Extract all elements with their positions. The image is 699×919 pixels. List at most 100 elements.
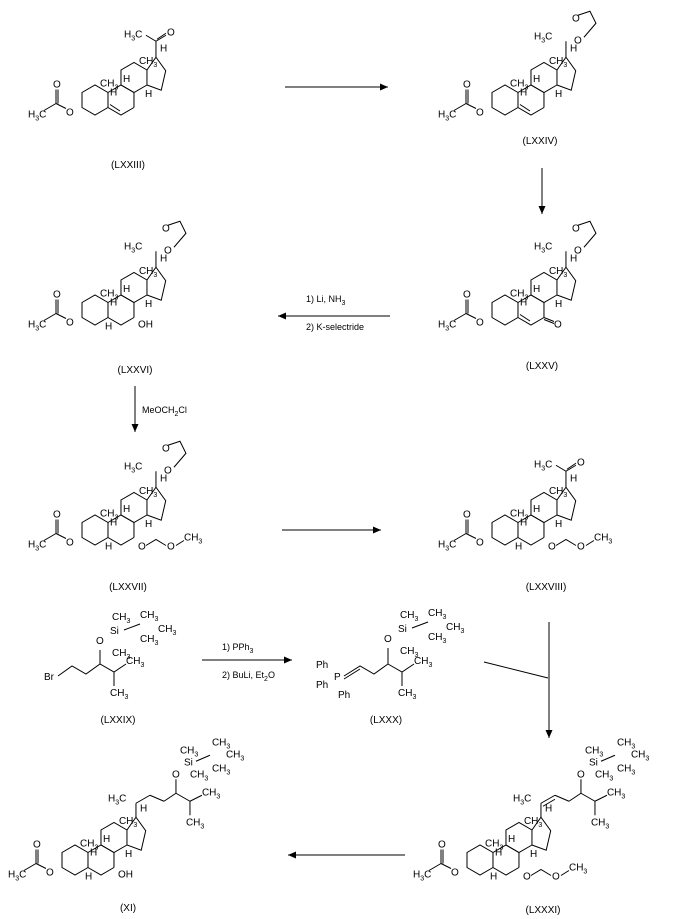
hydrogen-label: H [570,253,577,264]
ring-d [556,266,577,301]
methyl-label: H3C [28,540,46,553]
methyl-label: H3C [438,540,456,553]
carbonyl [565,464,577,472]
hydrogen-label: H [520,518,527,529]
ester-bond [465,103,477,109]
methyl-bond [43,313,57,321]
methyl-label: H3C [124,241,142,254]
label-lxxix: (LXXIX) [100,715,135,726]
label-lxxvi: (LXXVI) [117,365,152,376]
arrow-head [538,206,546,214]
side-chain [568,792,582,802]
double-bond [542,798,556,807]
oxygen-label: O [463,510,471,521]
label-lxxiii: (LXXIII) [111,160,145,171]
methyl-label: CH3 [510,289,528,302]
methyl-label: CH3 [400,610,418,623]
methyl-label: H3C [534,459,552,472]
oxygen-label: O [167,27,175,38]
methyl-label: CH3 [569,863,587,876]
arrow-head [373,526,381,534]
hydrogen-label: H [123,284,130,295]
methyl-label: CH3 [140,610,158,623]
arrow-head [284,656,292,664]
ester-bond [55,533,67,539]
oxygen-label: O [577,769,585,780]
ring-d [531,816,552,851]
methyl-label: CH3 [100,289,118,302]
silicon-label: Si [589,757,598,768]
ester-bond [465,313,477,319]
side-chain [175,792,191,802]
hydrogen-label: H [495,848,502,859]
side-chain [580,792,596,802]
condition-meoch2cl: MeOCH2Cl [142,405,187,418]
oxygen-label: O [548,542,556,553]
methyl-bond [453,533,467,541]
tbs-bond [195,754,211,762]
methyl-label: CH3 [100,509,118,522]
merge-line [483,661,549,679]
chain [57,663,127,677]
oxygen-label: O [554,320,562,331]
hydrogen-label: H [105,542,112,553]
oxygen-label: O [162,443,170,454]
phenyl-label: Ph [316,680,328,691]
methyl-label: H3C [124,29,142,42]
hydrogen-label: H [110,298,117,309]
mom-chain [530,868,552,876]
methyl-label: CH3 [158,624,176,637]
methyl-label: CH3 [80,839,98,852]
label-xi: (XI) [120,903,136,914]
phenyl-label: Ph [316,660,328,671]
ring-a [491,294,519,326]
oxygen-label: O [552,872,560,883]
methyl-label: H3C [28,110,46,123]
methyl-label: CH3 [595,769,613,782]
oxygen-label: O [46,868,54,879]
oxygen-label: O [53,510,61,521]
methyl-label: CH3 [139,486,157,499]
side-chain [189,794,203,802]
methyl-label: CH3 [140,634,158,647]
methyl-label: H3C [413,870,431,883]
carbonyl [155,34,167,42]
hydrogen-label: H [103,834,110,845]
hydrogen-label: H [490,872,497,883]
tbs-bond [411,621,429,629]
methyl-label: H3C [8,870,26,883]
oxygen-label: O [476,318,484,329]
oxygen-label: O [96,636,104,647]
methyl-label: H3C [534,241,552,254]
methyl-label: H3C [438,320,456,333]
ring-a [81,514,109,546]
arrow-head [288,851,296,859]
oxygen-label: O [53,290,61,301]
oxygen-label: O [53,80,61,91]
methyl-bond [145,34,157,42]
hydroxyl-label: OH [118,870,133,881]
oxygen-label: O [164,465,172,476]
oxygen-label: O [577,542,585,553]
oxygen-label: O [572,223,580,234]
mom-chain [145,538,167,546]
ester-bond [55,103,67,109]
methyl-label: H3C [124,461,142,474]
mom-chain [175,540,185,546]
methyl-label: CH3 [212,763,230,776]
ester-bond [35,863,47,869]
hydrogen-label: H [90,848,97,859]
ester-bond [465,533,477,539]
double-bond [343,668,361,680]
side-chain [135,794,151,804]
methyl-label: CH3 [428,608,446,621]
hydrogen-label: H [110,518,117,529]
carbonyl [543,317,555,322]
methyl-label: CH3 [549,56,567,69]
carbonyl [566,462,577,470]
mom-chain [555,538,577,546]
